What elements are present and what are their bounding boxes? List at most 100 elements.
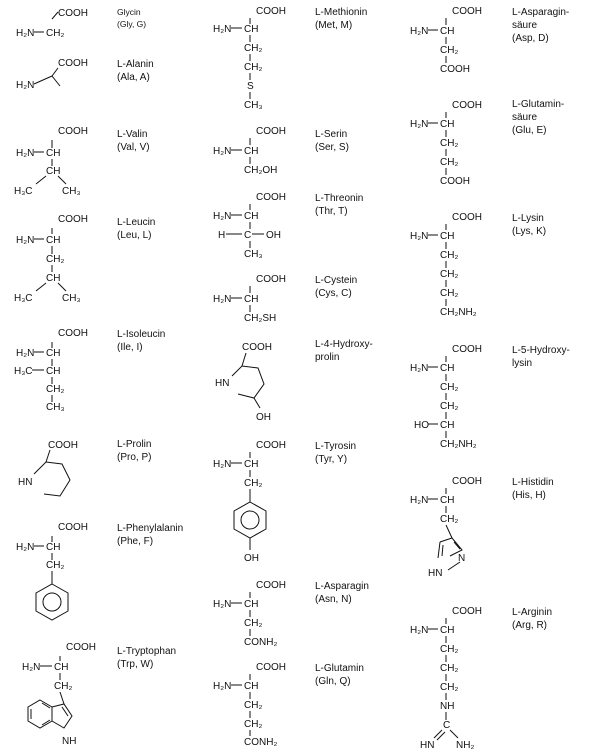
abbreviation: (Ser, S) [315, 142, 349, 153]
name-line: säure [512, 112, 538, 123]
atom-cooh: COOH [256, 440, 286, 451]
atom-h2n: H₂N [410, 231, 428, 242]
structure-alanin: COOH H₂N [16, 58, 88, 91]
atom-cooh: COOH [58, 328, 88, 339]
bond [57, 175, 67, 185]
name-line: L-Isoleucin [117, 329, 166, 340]
atom-ch2: CH₂ [440, 45, 458, 56]
atom-cooh: COOH [256, 274, 286, 285]
atom-ch2: CH₂ [46, 28, 64, 39]
atom-ch2sh: CH₂SH [244, 313, 276, 324]
label-leucin: L-Leucin (Leu, L) [117, 216, 155, 242]
double-bond [41, 702, 51, 709]
atom-ch2: CH₂ [440, 138, 458, 149]
structure-glutaminsaeure: COOH H₂N CH CH₂ CH₂ COOH [410, 100, 482, 187]
atom-ch2nh2: CH₂NH₂ [440, 439, 477, 450]
atom-ch2: CH₂ [440, 269, 458, 280]
bond [45, 449, 51, 463]
structure-cystein: COOH H₂N CH CH₂SH [213, 274, 286, 324]
structure-serin: COOH H₂N CH CH₂OH [213, 126, 286, 176]
atom-ch2: CH₂ [440, 288, 458, 299]
atom-ch: CH [54, 662, 68, 673]
atom-h2n: H₂N [16, 80, 34, 91]
atom-cooh: COOH [452, 6, 482, 17]
atom-h: H [218, 230, 225, 241]
atom-cooh: COOH [440, 176, 470, 187]
structure-tryptophan: COOH H₂N CH CH₂ NH [22, 642, 96, 747]
name-line: L-Asparagin- [512, 7, 570, 18]
atom-h3c: H₃C [14, 293, 33, 304]
atom-ch2: CH₂ [440, 382, 458, 393]
bond [59, 691, 65, 705]
atom-h2n: H₂N [213, 211, 231, 222]
atom-ho: HO [414, 420, 429, 431]
abbreviation: (Arg, R) [512, 620, 547, 631]
atom-h2n: H₂N [16, 28, 34, 39]
atom-nh: NH [440, 701, 454, 712]
atom-h2n: H₂N [410, 495, 428, 506]
bond [57, 282, 67, 292]
atom-h2n: H₂N [213, 294, 231, 305]
bond [51, 11, 59, 20]
pyrrole-ring [51, 703, 73, 729]
abbreviation: (Met, M) [315, 20, 353, 31]
bond [449, 729, 459, 739]
atom-ch: CH [244, 459, 258, 470]
atom-ch2: CH₂ [244, 618, 262, 629]
atom-ch2: CH₂ [46, 560, 64, 571]
atom-ch2: CH₂ [244, 719, 262, 730]
name-line: L-Glutamin [315, 663, 364, 674]
atom-ch: CH [244, 211, 258, 222]
atom-cooh: COOH [256, 662, 286, 673]
abbreviation: (His, H) [512, 490, 546, 501]
name-line: säure [512, 20, 538, 31]
atom-ch2: CH₂ [440, 663, 458, 674]
atom-cooh: COOH [58, 214, 88, 225]
atom-h2n: H₂N [213, 459, 231, 470]
structure-phenylalanin: COOH H₂N CH CH₂ [16, 522, 88, 621]
name-line: L-5-Hydroxy- [512, 345, 570, 356]
benzene-ring [233, 501, 267, 539]
atom-nh: NH [62, 736, 76, 747]
label-phenylalanin: L-Phenylalanin (Phe, F) [117, 522, 183, 548]
atom-cooh: COOH [452, 476, 482, 487]
abbreviation: (Asn, N) [315, 594, 352, 605]
atom-conh2: CONH₂ [244, 637, 277, 648]
name-line: L-Tryptophan [117, 646, 177, 657]
structure-threonin: COOH H₂N CH H C OH CH₃ [213, 192, 286, 260]
atom-ch2nh2: CH₂NH₂ [440, 307, 477, 318]
abbreviation: (Ile, I) [117, 342, 143, 353]
bond [445, 524, 453, 539]
label-hydroxylysin: L-5-Hydroxy- lysin [512, 344, 570, 370]
name-line: L-Phenylalanin [117, 523, 184, 534]
name-line: L-Lysin [512, 213, 544, 224]
atom-cooh: COOH [452, 606, 482, 617]
atom-ch: CH [244, 294, 258, 305]
structure-glycin: COOH H₂N CH₂ [16, 8, 88, 39]
label-serin: L-Serin (Ser, S) [315, 128, 349, 154]
abbreviation: (Thr, T) [315, 206, 348, 217]
double-bond [436, 731, 446, 741]
atom-ch2: CH₂ [440, 514, 458, 525]
label-tryptophan: L-Tryptophan (Trp, W) [117, 645, 176, 671]
atom-ch2: CH₂ [244, 700, 262, 711]
atom-h3c: H₃C [14, 366, 33, 377]
atom-nh2: NH₂ [456, 740, 474, 751]
label-asparagin: L-Asparagin (Asn, N) [315, 580, 369, 606]
atom-ch: CH [440, 420, 454, 431]
name-line: L-Histidin [512, 477, 554, 488]
atom-hn: HN [215, 378, 229, 389]
abbreviation: (Ala, A) [117, 72, 150, 83]
atom-ch2: CH₂ [54, 681, 72, 692]
ring-bonds [231, 365, 265, 399]
atom-cooh: COOH [58, 8, 88, 19]
atom-ch: CH [46, 235, 60, 246]
atom-h2n: H₂N [410, 26, 428, 37]
atom-ch2: CH₂ [440, 250, 458, 261]
abbreviation: (Phe, F) [117, 536, 154, 547]
atom-cooh: COOH [452, 212, 482, 223]
atom-ch: CH [46, 542, 60, 553]
label-alanin: L-Alanin (Ala, A) [117, 58, 154, 84]
structure-hydroxyprolin: COOH HN OH [215, 342, 272, 423]
atom-h3c: H₃C [14, 186, 33, 197]
